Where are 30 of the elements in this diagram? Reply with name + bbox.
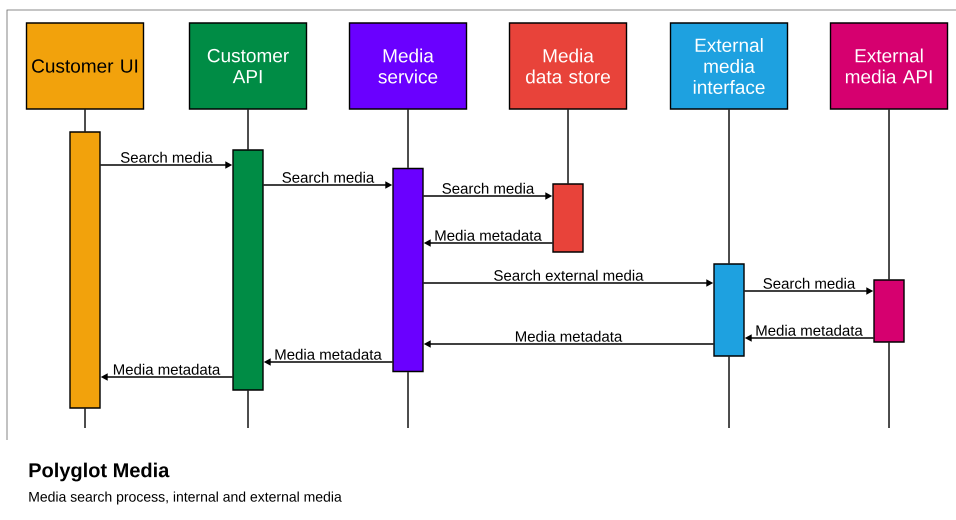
activation-bar [552,183,584,253]
message-label: Media metadata [756,324,863,336]
lifeline [247,110,249,150]
activation-bar [392,168,424,372]
activation-bar [69,131,101,409]
lifeline [84,110,86,132]
message-label: Search media [120,152,213,163]
message-label: Media metadata [516,330,622,342]
participant-box: Customer API [188,22,308,110]
lifeline [728,110,730,264]
message-label: Media metadata [114,364,220,375]
activation-bar [232,149,264,391]
participant-box: Customer UI [26,22,144,110]
participant-box: External media interface [670,22,788,110]
caption: Media search process, internal and external media [29,491,342,505]
lifeline [888,110,890,280]
message-label: Search media [282,172,374,183]
lifeline [407,110,409,168]
participant-box: Media data store [508,22,628,110]
lifeline [567,110,569,184]
message-label: Media metadata [435,230,542,241]
participant-box: Media service [348,22,468,110]
message-label: Search media [763,278,856,289]
activation-bar [713,263,745,357]
message-label: Search external media [494,270,644,281]
message-label: Media metadata [275,348,382,360]
title: Polyglot Media [30,462,170,482]
activation-bar [873,279,905,343]
participant-box: External media API [830,22,948,110]
message-label: Search media [442,182,534,194]
